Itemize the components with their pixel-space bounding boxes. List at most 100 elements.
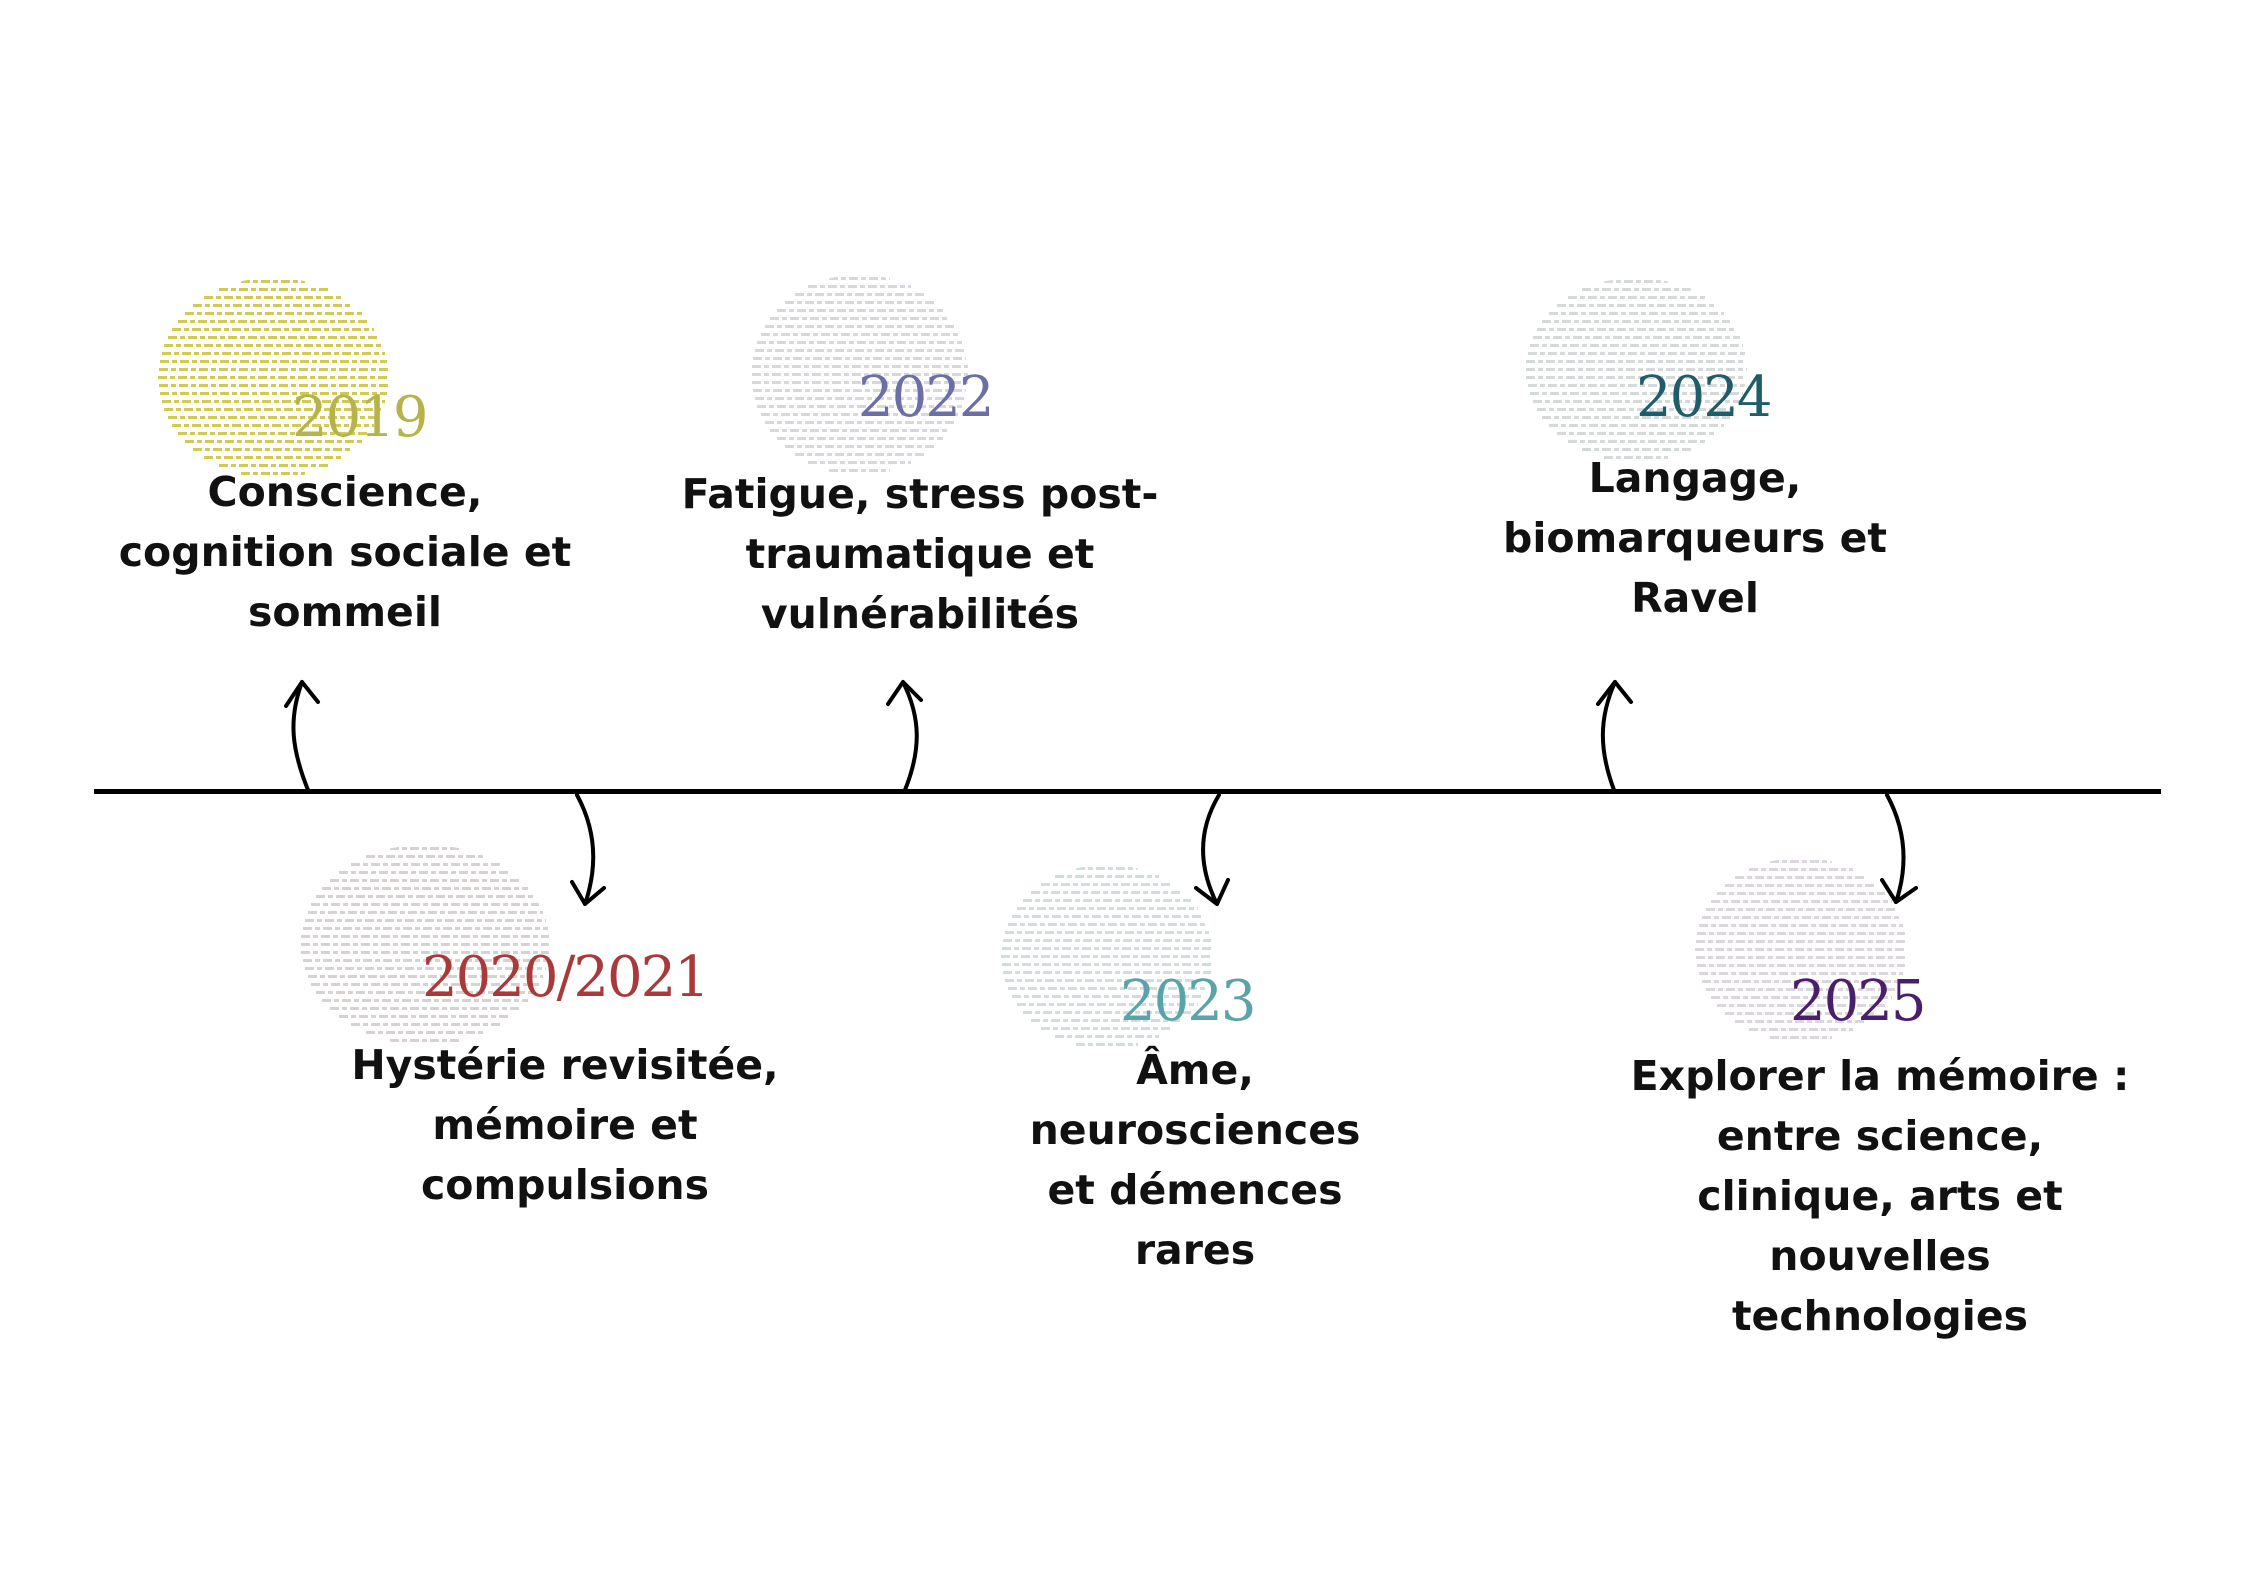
cloud-texture-line <box>290 981 560 989</box>
cloud-texture-line <box>742 419 977 427</box>
cloud-texture-line <box>1516 334 1756 342</box>
cloud-texture-line <box>1516 438 1756 446</box>
event-label-line: cognition sociale et <box>118 528 572 576</box>
event-label-line: neurosciences <box>1029 1106 1361 1154</box>
cloud-texture-line <box>148 342 398 350</box>
cloud-texture-line <box>1686 1034 1916 1042</box>
cloud-texture-line <box>992 913 1222 921</box>
cloud-texture-line <box>742 331 977 339</box>
cloud-texture-line <box>992 969 1222 977</box>
cloud-texture-line <box>148 374 398 382</box>
cloud-texture-line <box>290 885 560 893</box>
cloud-texture-line <box>1516 390 1756 398</box>
event-label-line: entre science, <box>1716 1112 2044 1160</box>
cloud-texture-line <box>1686 938 1916 946</box>
cloud-texture-line <box>992 1017 1222 1025</box>
cloud-texture-line <box>148 294 398 302</box>
cloud-texture-line <box>148 302 398 310</box>
cloud-texture-line <box>742 355 977 363</box>
cloud-texture-line <box>742 467 977 475</box>
event-label-line: Hystérie revisitée, <box>351 1041 779 1089</box>
cloud-texture-line <box>742 291 977 299</box>
cloud-texture-line <box>742 283 977 291</box>
cloud-texture-line <box>148 366 398 374</box>
event-label-line: rares <box>1134 1226 1256 1274</box>
cloud-texture-line <box>1516 294 1756 302</box>
cloud-texture-line <box>992 865 1222 873</box>
cloud-texture-line <box>1516 302 1756 310</box>
cloud-texture-line <box>290 893 560 901</box>
cloud-texture-line <box>1686 1010 1916 1018</box>
cloud-texture-line <box>742 395 977 403</box>
arrow-2025 <box>1880 793 1918 904</box>
cloud-texture-line <box>290 973 560 981</box>
cloud-texture-line <box>992 1041 1222 1049</box>
cloud-texture-line <box>290 861 560 869</box>
cloud-texture-line <box>992 873 1222 881</box>
cloud-texture-line <box>148 310 398 318</box>
cloud-texture-line <box>992 881 1222 889</box>
cloud-texture-line <box>992 905 1222 913</box>
cloud-texture-line <box>1686 994 1916 1002</box>
cloud-texture-line <box>148 398 398 406</box>
event-label-line: Fatigue, stress post- <box>681 470 1159 518</box>
cloud-texture-line <box>290 997 560 1005</box>
year-2023: 2023 <box>1120 969 1257 1034</box>
cloud-texture-line <box>992 929 1222 937</box>
year-2025: 2025 <box>1790 969 1927 1034</box>
cloud-texture-line <box>1686 890 1916 898</box>
cloud-texture-line <box>992 993 1222 1001</box>
cloud-texture-line <box>1686 882 1916 890</box>
arrow-2019 <box>284 680 320 792</box>
cloud-texture-line <box>992 1025 1222 1033</box>
word-cloud-2025 <box>1686 858 1916 1043</box>
cloud-texture-line <box>742 299 977 307</box>
event-label-line: nouvelles <box>1769 1232 1991 1280</box>
event-label-line: Âme, <box>1136 1046 1254 1094</box>
cloud-texture-line <box>992 953 1222 961</box>
cloud-texture-line <box>1516 342 1756 350</box>
cloud-texture-line <box>742 379 977 387</box>
cloud-texture-line <box>148 326 398 334</box>
cloud-texture-line <box>1686 866 1916 874</box>
cloud-texture-line <box>1516 318 1756 326</box>
cloud-texture-line <box>1686 954 1916 962</box>
event-label-line: et démences <box>1047 1166 1343 1214</box>
cloud-texture-line <box>742 427 977 435</box>
cloud-texture-line <box>992 937 1222 945</box>
cloud-texture-line <box>290 1013 560 1021</box>
cloud-texture-line <box>290 933 560 941</box>
event-label-line: compulsions <box>420 1161 709 1209</box>
cloud-texture-line <box>148 454 398 462</box>
cloud-texture-line <box>148 430 398 438</box>
word-cloud-2020-2021 <box>290 845 560 1045</box>
cloud-texture-line <box>1686 970 1916 978</box>
cloud-texture-line <box>992 977 1222 985</box>
cloud-texture-line <box>742 323 977 331</box>
event-label-line: clinique, arts et <box>1697 1172 2063 1220</box>
cloud-texture-line <box>290 1005 560 1013</box>
cloud-texture-line <box>148 414 398 422</box>
year-2019: 2019 <box>292 385 429 450</box>
cloud-texture-line <box>1516 422 1756 430</box>
cloud-texture-line <box>290 925 560 933</box>
cloud-texture-line <box>148 438 398 446</box>
cloud-texture-line <box>290 949 560 957</box>
cloud-texture-line <box>1516 358 1756 366</box>
cloud-texture-line <box>992 889 1222 897</box>
timeline-axis <box>94 789 2161 794</box>
cloud-texture-line <box>290 853 560 861</box>
word-cloud-2023 <box>992 865 1222 1050</box>
cloud-texture-line <box>148 334 398 342</box>
cloud-texture-line <box>1686 1026 1916 1034</box>
year-2020-2021: 2020/2021 <box>422 945 710 1010</box>
event-label-line: Langage, <box>1588 454 1802 502</box>
cloud-texture-line <box>1516 414 1756 422</box>
cloud-texture-line <box>1686 986 1916 994</box>
cloud-texture-line <box>290 909 560 917</box>
cloud-texture-line <box>742 411 977 419</box>
cloud-texture-line <box>1516 326 1756 334</box>
cloud-texture-line <box>1516 374 1756 382</box>
